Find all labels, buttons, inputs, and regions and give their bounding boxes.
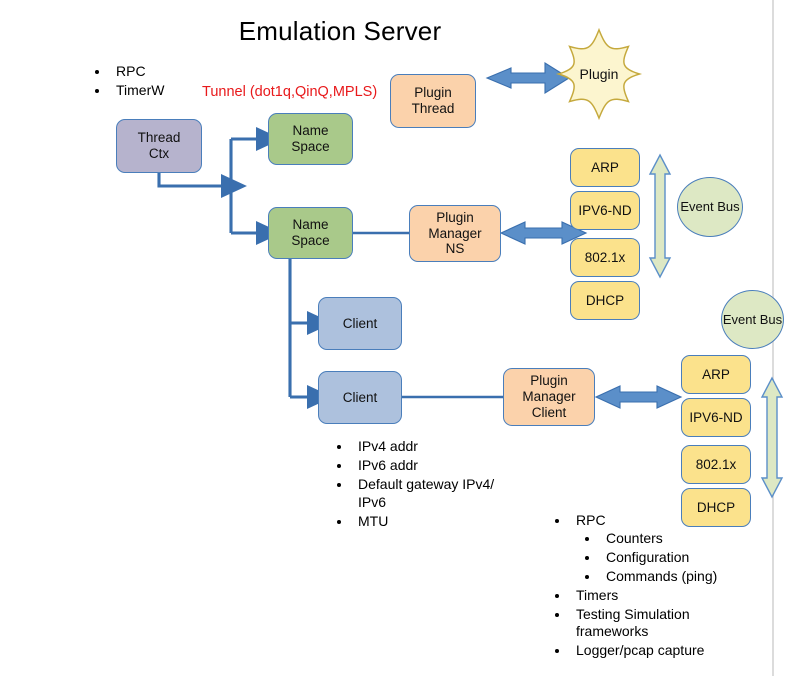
capabilities-list: RPC Counters Configuration Commands (pin… [548,512,748,661]
node-protocol-client-8021x[interactable]: 802.1x [681,445,751,484]
protocol-label: DHCP [696,499,736,515]
list-item: Default gateway IPv4/ IPv6 [352,476,520,512]
node-namespace-1-line1: Name [292,123,329,139]
node-plugin-manager-ns[interactable]: Plugin Manager NS [409,205,501,262]
node-protocol-ns-8021x[interactable]: 802.1x [570,238,640,277]
node-protocol-client-arp[interactable]: ARP [681,355,751,394]
vertical-double-arrow-ns [648,153,672,279]
node-protocol-client-dhcp[interactable]: DHCP [681,488,751,527]
node-plugin-manager-client[interactable]: Plugin Manager Client [503,368,595,426]
node-protocol-ns-arp[interactable]: ARP [570,148,640,187]
tunnel-annotation: Tunnel (dot1q,QinQ,MPLS) [202,84,378,100]
node-event-bus-1-line2: Bus [717,199,740,215]
list-item: IPv4 addr [352,438,520,456]
protocol-label: 802.1x [584,249,626,265]
node-thread-ctx-line1: Thread [137,130,181,146]
wire-threadctx-to-trunk [157,172,247,199]
node-plugin-manager-ns-line3: NS [445,241,465,257]
list-item: TimerW [110,82,238,100]
node-event-bus-1-line1: Event [680,199,714,215]
node-protocol-ns-dhcp[interactable]: DHCP [570,281,640,320]
node-namespace-2[interactable]: Name Space [268,207,353,259]
double-arrow-pluginmanager-client-protocols [594,385,683,409]
list-item: Timers [570,587,748,605]
node-event-bus-2[interactable]: Event Bus [721,290,784,349]
node-client-2[interactable]: Client [318,371,402,424]
node-namespace-1-line2: Space [291,139,330,154]
node-namespace-2-line1: Name [292,217,329,233]
protocol-label: IPV6-ND [578,202,632,218]
node-event-bus-2-line1: Event [722,311,757,327]
node-thread-ctx-line2: Ctx [148,146,170,161]
list-item-rpc: RPC Counters Configuration Commands (pin… [570,512,748,586]
protocol-label: ARP [702,366,730,382]
star-icon [555,27,643,121]
protocol-label: ARP [591,159,619,175]
list-item: Logger/pcap capture [570,642,748,660]
list-item: RPC [110,63,238,81]
list-item: Testing Simulation frameworks [570,606,748,642]
protocol-label: 802.1x [695,456,737,472]
node-plugin-thread-line1: Plugin [414,85,452,101]
list-item: IPv6 addr [352,457,520,475]
node-plugin-manager-ns-line2: Manager [428,225,482,241]
node-client-2-label: Client [342,389,378,405]
node-plugin-thread-line2: Thread [411,101,455,116]
list-item: Configuration [600,549,748,567]
node-protocol-ns-ipv6nd[interactable]: IPV6-ND [570,191,640,230]
node-event-bus-1[interactable]: Event Bus [677,177,743,237]
node-client-1[interactable]: Client [318,297,402,350]
node-plugin-manager-ns-line1: Plugin [436,209,474,225]
node-plugin-manager-client-line3: Client [531,404,567,420]
list-item: Counters [600,530,748,548]
capability-rpc-label: RPC [576,512,606,528]
node-plugin-manager-client-line1: Plugin [530,373,568,389]
node-plugin-thread[interactable]: Plugin Thread [390,74,476,128]
page-title: Emulation Server [238,16,442,46]
node-client-1-label: Client [342,315,378,331]
list-item: Commands (ping) [600,568,748,586]
node-event-bus-2-line2: Bus [759,311,783,327]
node-thread-ctx[interactable]: Thread Ctx [116,119,202,173]
page-outside-area [774,0,787,676]
protocol-label: DHCP [585,292,625,308]
node-protocol-client-ipv6nd[interactable]: IPV6-ND [681,398,751,437]
node-plugin-manager-client-line2: Manager [522,389,576,405]
list-item: MTU [352,513,520,531]
top-left-bullet-list: RPC TimerW [88,63,238,101]
node-namespace-2-line2: Space [291,233,330,248]
protocol-label: IPV6-ND [689,409,743,425]
node-namespace-1[interactable]: Name Space [268,113,353,165]
node-plugin-star[interactable]: Plugin [553,27,645,121]
client-attributes-list: IPv4 addr IPv6 addr Default gateway IPv4… [330,438,520,532]
